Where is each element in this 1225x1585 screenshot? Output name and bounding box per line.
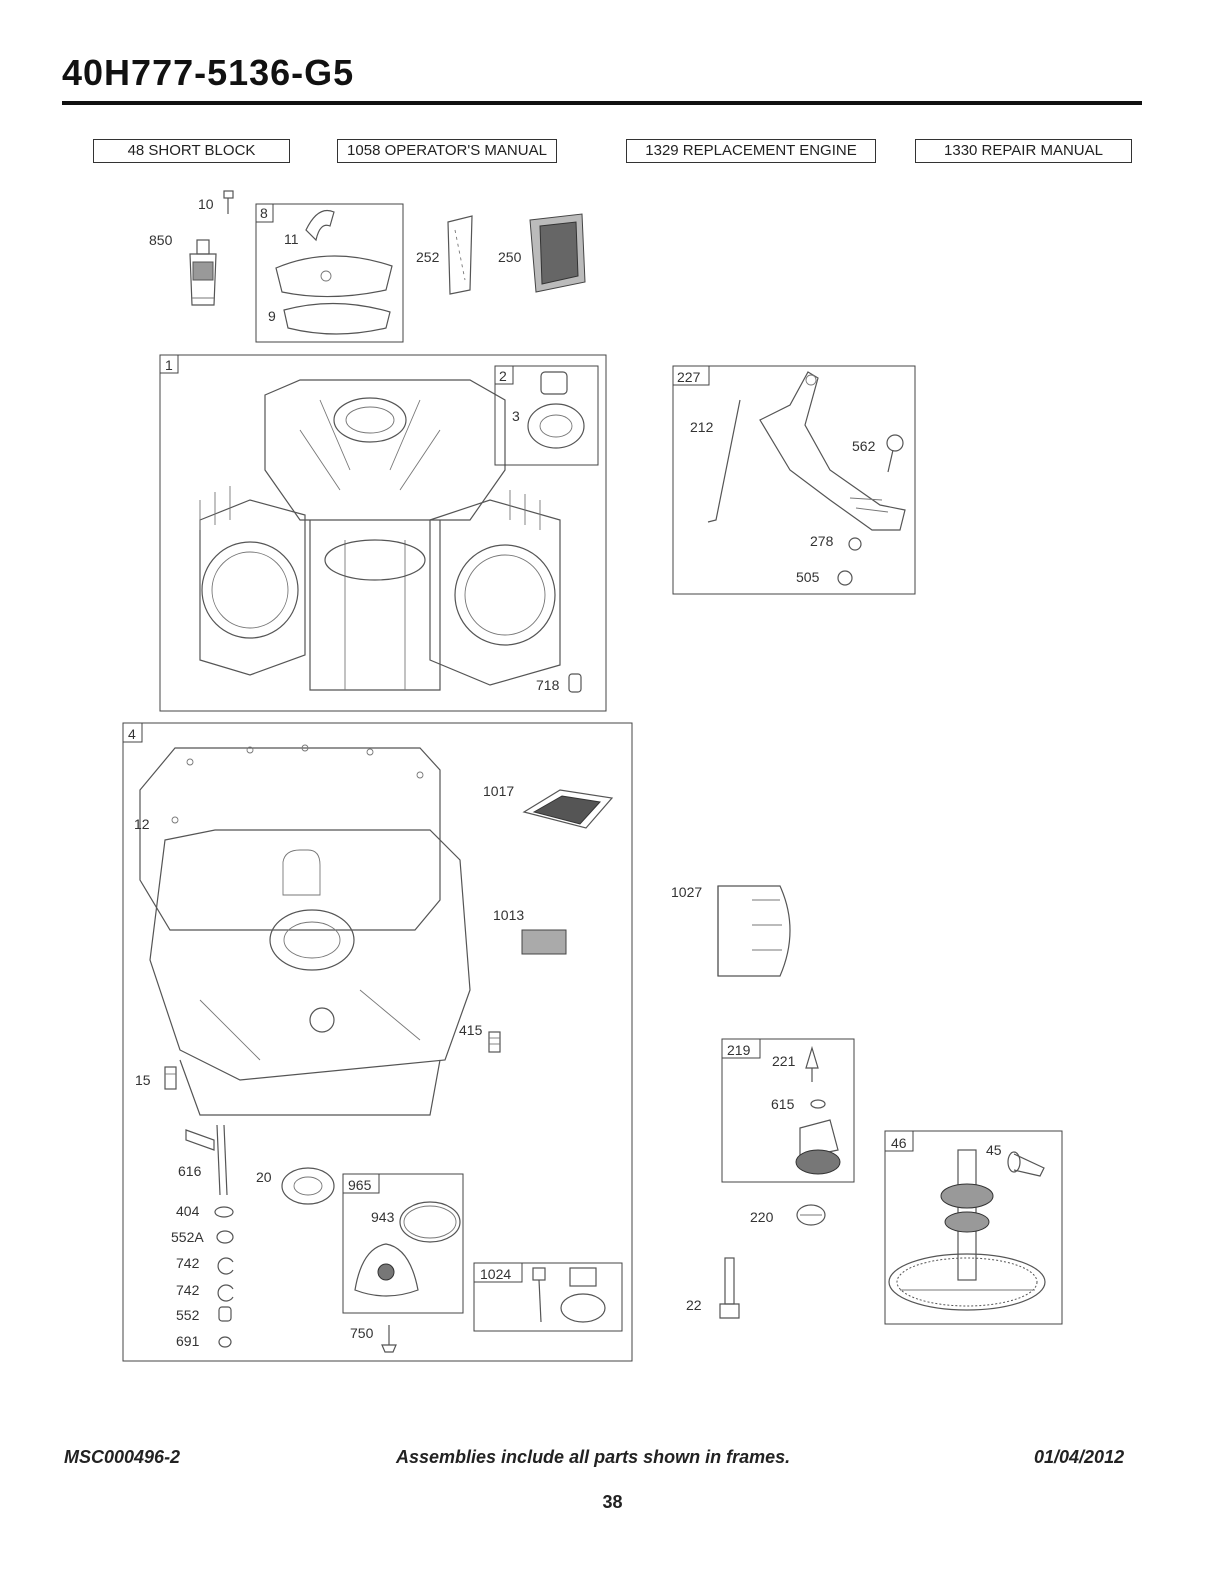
part-label-718: 718 — [536, 677, 560, 693]
part-10-bolt-icon — [223, 190, 234, 214]
part-label-221: 221 — [772, 1053, 796, 1069]
part-45-pin-icon — [1007, 1151, 1045, 1177]
part-label-615: 615 — [771, 1096, 795, 1112]
part-label-552: 552 — [176, 1307, 200, 1323]
part-label-11: 11 — [284, 231, 299, 247]
part-label-45: 45 — [986, 1142, 1002, 1158]
part-750-screw-icon — [381, 1325, 397, 1353]
part-label-1017: 1017 — [483, 783, 514, 799]
part-404-washer-icon — [214, 1206, 234, 1218]
oil-pump-rotor-icon — [532, 1267, 606, 1323]
oil-pump-icon — [354, 1243, 419, 1297]
part-label-15: 15 — [135, 1072, 151, 1088]
frame-965 — [342, 1173, 464, 1314]
part-252-filter-icon — [447, 215, 473, 295]
header-box-replacement-engine[interactable]: 1329 REPLACEMENT ENGINE — [626, 139, 876, 163]
footer-date: 01/04/2012 — [1034, 1447, 1125, 1467]
part-label-1013: 1013 — [493, 907, 524, 923]
governor-lever-drawing — [707, 371, 906, 531]
part-label-562: 562 — [852, 438, 876, 454]
part-742-retainer-icon — [217, 1257, 234, 1275]
footer-note: Assemblies include all parts shown in fr… — [396, 1447, 791, 1467]
frame-label-46: 46 — [891, 1135, 907, 1151]
part-616-governor-shaft-icon — [185, 1124, 228, 1196]
part-220-gear-icon — [796, 1204, 826, 1226]
part-label-943: 943 — [371, 1209, 395, 1225]
header-box-short-block[interactable]: 48 SHORT BLOCK — [93, 139, 290, 163]
part-415-plug-icon — [488, 1031, 501, 1053]
part-718-dowel-icon — [568, 673, 582, 693]
part-label-12: 12 — [134, 816, 150, 832]
cylinder-block-drawing — [199, 379, 561, 691]
frame-4 — [122, 722, 633, 1362]
part-label-9: 9 — [268, 308, 276, 324]
part-22-bolt-icon — [719, 1257, 740, 1319]
frame-2 — [494, 365, 599, 466]
governor-gear-icon — [795, 1119, 841, 1175]
part-943-oring-icon — [399, 1201, 461, 1243]
frame-46 — [884, 1130, 1063, 1325]
frame-label-227: 227 — [677, 369, 701, 385]
frame-1024 — [473, 1262, 623, 1332]
part-label-250: 250 — [498, 249, 522, 265]
part-742-retainer-2-icon — [217, 1284, 234, 1302]
frame-label-219: 219 — [727, 1042, 751, 1058]
page-number: 38 — [602, 1492, 623, 1512]
part-250-filter-element-icon — [529, 213, 586, 293]
part-221-pin-icon — [805, 1045, 819, 1082]
part-1013-filter-screen-icon — [521, 929, 567, 955]
header-box-repair-manual[interactable]: 1330 REPAIR MANUAL — [915, 139, 1132, 163]
part-1017-screen-icon — [522, 789, 614, 829]
part-850-sealant-tube-icon — [189, 239, 217, 306]
part-label-1027: 1027 — [671, 884, 702, 900]
part-552-washer-icon — [218, 1306, 232, 1322]
frame-219 — [721, 1038, 855, 1183]
part-label-750: 750 — [350, 1325, 374, 1341]
part-label-212: 212 — [690, 419, 714, 435]
frame-227 — [672, 365, 916, 595]
frame-label-965: 965 — [348, 1177, 372, 1193]
part-278-washer-icon — [848, 537, 862, 551]
part-label-22: 22 — [686, 1297, 702, 1313]
part-label-552A: 552A — [171, 1229, 204, 1245]
part-label-10: 10 — [198, 196, 214, 212]
part-label-220: 220 — [750, 1209, 774, 1225]
part-label-616: 616 — [178, 1163, 202, 1179]
part-552A-washer-icon — [216, 1230, 234, 1244]
part-label-404: 404 — [176, 1203, 200, 1219]
part-label-252: 252 — [416, 249, 440, 265]
title-rule — [62, 101, 1142, 105]
header-box-operators-manual[interactable]: 1058 OPERATOR'S MANUAL — [337, 139, 557, 163]
part-label-742-a: 742 — [176, 1255, 200, 1271]
part-15-plug-icon — [164, 1066, 177, 1090]
part-691-ring-icon — [218, 1336, 232, 1348]
part-label-691: 691 — [176, 1333, 200, 1349]
part-label-3: 3 — [512, 408, 520, 424]
part-615-washer-icon — [810, 1099, 826, 1109]
frame-1 — [159, 354, 607, 712]
breather-cover-icon — [275, 209, 393, 335]
footer-doc-id: MSC000496-2 — [64, 1447, 181, 1467]
frame-label-1024: 1024 — [480, 1266, 511, 1282]
camshaft-gear-drawing — [888, 1149, 1046, 1311]
frame-label-8: 8 — [260, 205, 268, 221]
part-1027-oil-filter-icon — [717, 885, 791, 977]
frame-label-1: 1 — [165, 357, 173, 373]
page-title: 40H777-5136-G5 — [62, 52, 355, 93]
frame-8 — [255, 203, 404, 343]
part-label-850: 850 — [149, 232, 173, 248]
part-label-278: 278 — [810, 533, 834, 549]
frame-label-2: 2 — [499, 368, 507, 384]
oil-seal-icon — [527, 371, 585, 449]
part-label-742-b: 742 — [176, 1282, 200, 1298]
part-20-seal-icon — [281, 1167, 335, 1205]
part-562-bolt-icon — [886, 434, 904, 473]
part-label-505: 505 — [796, 569, 820, 585]
part-label-415: 415 — [459, 1022, 483, 1038]
crankcase-cover-drawing — [139, 744, 471, 1116]
part-label-20: 20 — [256, 1169, 272, 1185]
part-505-nut-icon — [837, 570, 853, 586]
frame-label-4: 4 — [128, 726, 136, 742]
